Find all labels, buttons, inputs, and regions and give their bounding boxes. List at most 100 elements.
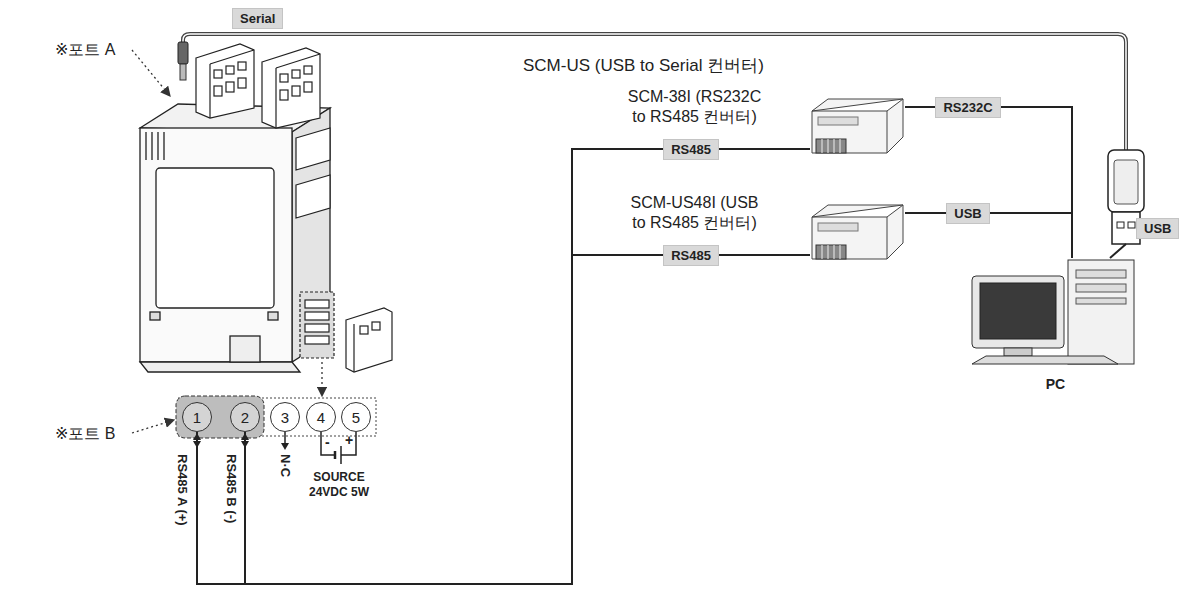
battery-symbol [341, 432, 356, 455]
controller-body [157, 132, 158, 160]
signal-tag: RS232C [935, 97, 1000, 118]
battery-symbol [334, 451, 337, 459]
controller-body [163, 132, 164, 160]
converter-node: SCM-38I (RS232C to RS485 컨버터) [810, 97, 905, 155]
terminal-block [226, 82, 234, 92]
terminal-circle: 3 [270, 402, 300, 432]
leader-line [321, 362, 322, 396]
terminal-block [214, 86, 222, 96]
leader-line [132, 50, 322, 433]
port-b-connector [305, 324, 329, 332]
callout-label: ※포트 B [55, 424, 116, 445]
controller-body [150, 312, 160, 320]
port-b-connector [300, 292, 334, 358]
port-b-connector [300, 292, 392, 372]
terminal-number: 1 [193, 409, 201, 426]
terminal-number: 4 [317, 409, 325, 426]
terminal-circle: 4 [306, 402, 336, 432]
terminal-block [276, 54, 320, 68]
wire [905, 107, 1072, 258]
signal-tag: RS485 [663, 245, 719, 266]
converter-part [887, 217, 888, 259]
terminal-block [304, 82, 312, 92]
port-b-connector [372, 322, 380, 330]
converter-part [887, 111, 888, 153]
pin-name: N·C [278, 454, 293, 477]
usb-plug [1110, 244, 1126, 258]
usb-plug [1128, 222, 1135, 228]
serial-jack [178, 42, 188, 64]
wire [197, 255, 810, 584]
pc-label: PC [968, 376, 1143, 392]
terminal-number: 3 [281, 409, 289, 426]
converter-part [828, 139, 829, 153]
power-spec: SOURCE 24VDC 5W [300, 470, 378, 500]
converter-part [822, 245, 823, 259]
converter-part [818, 117, 858, 125]
converter-part [834, 245, 835, 259]
port-b-connector [305, 336, 329, 344]
terminal-block [196, 44, 330, 218]
terminal-block [214, 70, 222, 78]
usb-plug [1117, 222, 1124, 228]
wire [245, 149, 810, 584]
terminal-circle: 1 [182, 402, 212, 432]
controller-body [145, 132, 146, 160]
converter-body [810, 203, 905, 261]
connector [197, 255, 810, 584]
port-b-connector [305, 300, 329, 308]
converter-part [840, 139, 841, 153]
serial-jack [180, 64, 186, 80]
connector [245, 149, 810, 584]
controller-body [140, 128, 292, 362]
terminal-block [209, 64, 210, 118]
terminal-circle: 5 [341, 402, 371, 432]
terminal-block [238, 78, 246, 88]
converter-part [812, 99, 903, 153]
pc-part [1076, 270, 1126, 278]
port-b-connector [360, 326, 368, 334]
signal-tag: Serial [232, 8, 283, 29]
converter-part [812, 205, 903, 259]
terminal-block [292, 86, 300, 96]
pin-name: RS485 B (-) [224, 454, 239, 523]
converter-part [816, 245, 846, 259]
converter-name: SCM-38I (RS232C to RS485 컨버터) [587, 87, 802, 127]
serial-jack [178, 42, 188, 80]
converter-part [816, 139, 846, 153]
terminal-block [280, 74, 288, 82]
converter-part [822, 139, 823, 153]
converter-part [840, 245, 841, 259]
pc-node: PC [968, 258, 1143, 392]
battery-symbol [321, 432, 334, 455]
converter-node: SCM-US48I (USB to RS485 컨버터) [810, 203, 905, 261]
terminal-block [296, 175, 330, 218]
converter-part [812, 99, 903, 111]
terminal-number: 5 [352, 409, 360, 426]
battery-symbol [340, 446, 342, 464]
pc-illustration [968, 258, 1143, 372]
terminal-block [280, 90, 288, 100]
battery-symbol [321, 432, 356, 464]
callout-label: ※포트 A [55, 40, 116, 61]
terminal-block [196, 44, 254, 118]
pc-part [1076, 298, 1126, 304]
pc-part [972, 276, 1064, 348]
pc-part [1004, 348, 1032, 356]
port-b-connector [353, 324, 354, 372]
signal-tag: RS485 [663, 139, 719, 160]
pin-name: RS485 A (+) [175, 454, 190, 526]
port-b-frame [176, 396, 264, 438]
terminal-block [226, 66, 234, 74]
terminal-block [292, 70, 300, 78]
controller-body [292, 108, 330, 362]
terminal-arrow [281, 443, 289, 450]
usb-plug [1108, 150, 1144, 258]
converter-body [810, 97, 905, 155]
terminal-block [238, 62, 246, 70]
controller-body [156, 168, 274, 308]
signal-tag: USB [1136, 218, 1179, 239]
signal-tag: USB [946, 203, 989, 224]
connector [245, 255, 810, 584]
